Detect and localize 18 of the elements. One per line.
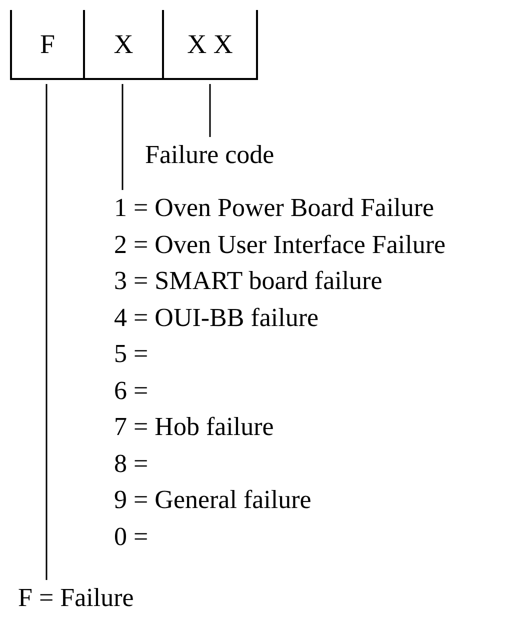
code-list-item: 4 = OUI-BB failure bbox=[114, 302, 319, 334]
code-list-item: 3 = SMART board failure bbox=[114, 265, 382, 297]
code-list-item: 0 = bbox=[114, 520, 148, 552]
code-field-cell: X X bbox=[162, 10, 258, 80]
code-list-item: 2 = Oven User Interface Failure bbox=[114, 228, 446, 260]
leader-line bbox=[122, 84, 124, 190]
code-list-item: 9 = General failure bbox=[114, 484, 312, 516]
label-text: F = Failure bbox=[18, 582, 134, 614]
code-field-cell: F bbox=[10, 10, 83, 80]
leader-line bbox=[209, 84, 211, 137]
code-list-item: 5 = bbox=[114, 338, 148, 370]
code-field-cell: X bbox=[83, 10, 162, 80]
code-list-item: 6 = bbox=[114, 374, 148, 406]
code-list-item: 1 = Oven Power Board Failure bbox=[114, 192, 434, 224]
leader-line bbox=[46, 84, 48, 580]
code-list-item: 8 = bbox=[114, 448, 148, 480]
code-list-item: 7 = Hob failure bbox=[114, 411, 274, 443]
label-text: Failure code bbox=[145, 139, 274, 171]
